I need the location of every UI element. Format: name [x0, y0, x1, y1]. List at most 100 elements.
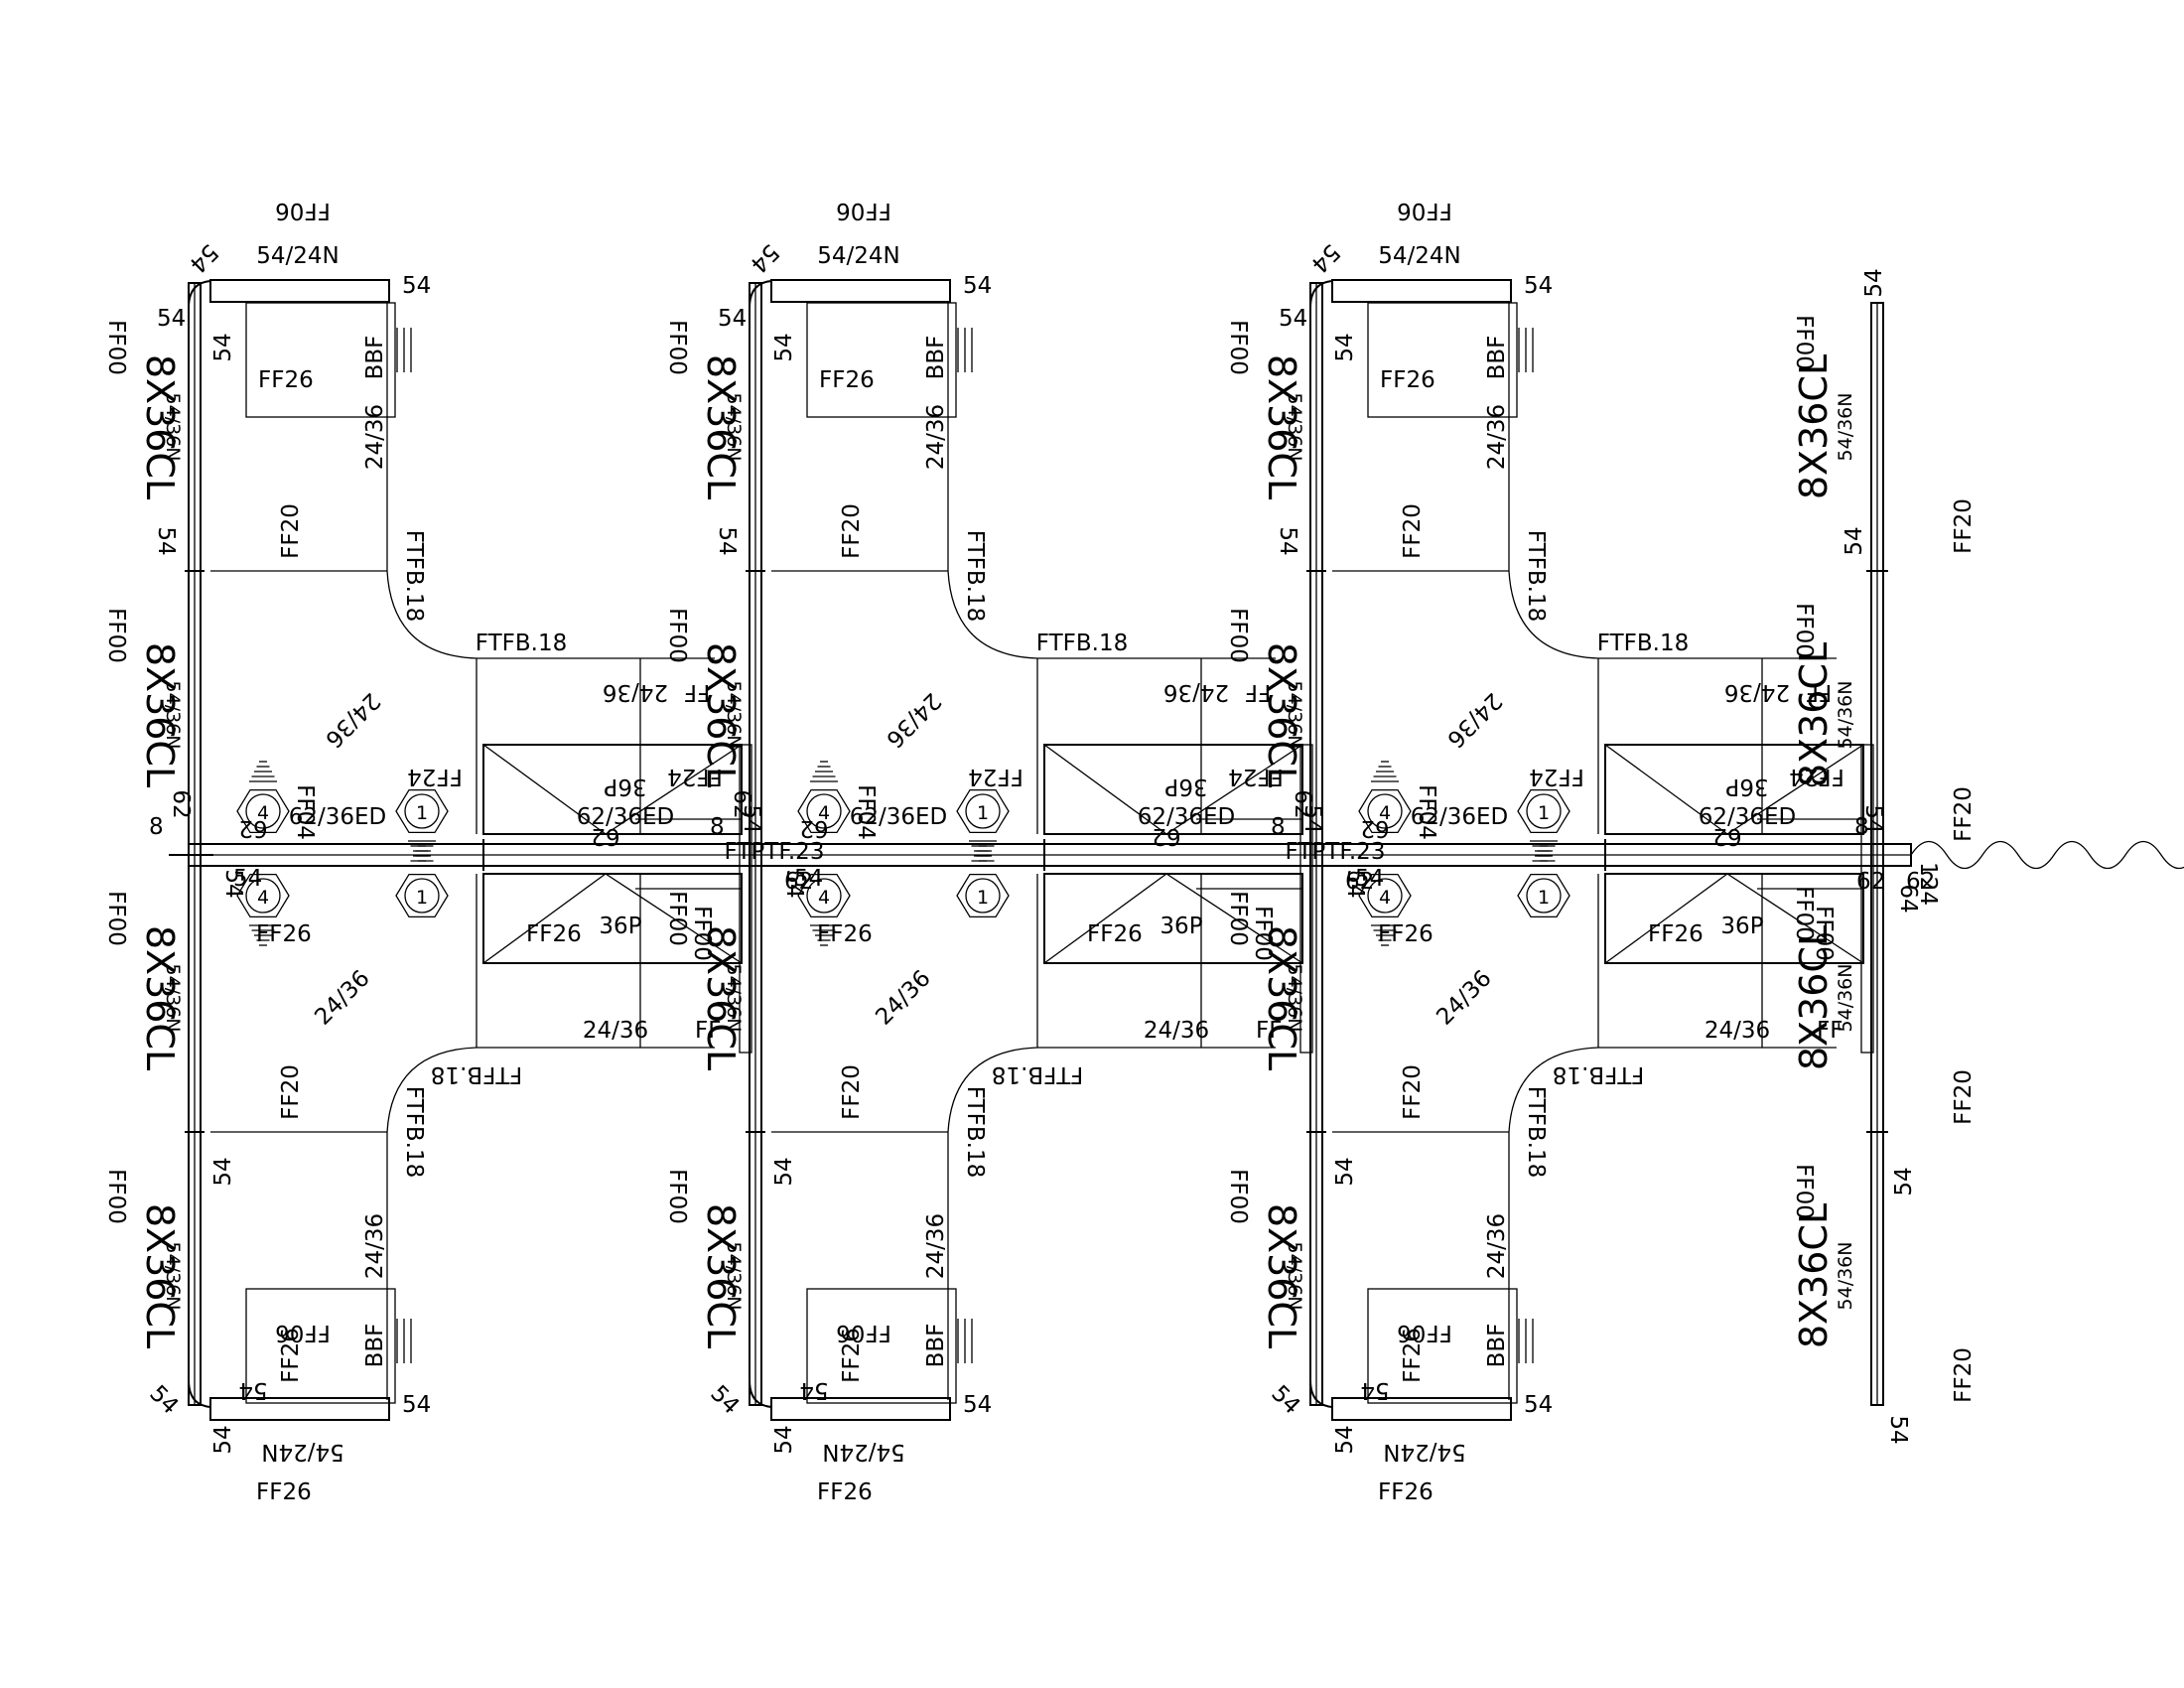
dim-label: 54: [210, 333, 236, 361]
panel-size-label: 54/36N: [1835, 964, 1856, 1033]
dim-label: 8: [149, 814, 164, 840]
lower-storage: [1367, 1288, 1518, 1404]
pedestal-diagonal: [1043, 744, 1303, 835]
ff-label: FF20: [1400, 1064, 1426, 1120]
dim-label: 54: [799, 1377, 828, 1403]
panel-type-label: 8X36CL: [138, 925, 182, 1070]
pedestal-top: [1604, 744, 1864, 835]
panel-type-label: 8X36CL: [138, 1203, 182, 1348]
dim-label: 24/36: [1441, 687, 1506, 752]
pedestal-label: 36P: [1725, 774, 1768, 799]
dim-label: 24/36: [362, 404, 388, 470]
dim-label: 62: [168, 789, 194, 818]
ff-label: FF06: [836, 198, 891, 223]
dim-label: 54: [1524, 273, 1553, 299]
pedestal-label: 36P: [1160, 914, 1202, 939]
ftfb-label: FTFB.18: [476, 631, 567, 656]
lower-storage: [245, 1288, 396, 1404]
dim-label: 54: [1360, 1377, 1389, 1403]
chair-icon: 1: [956, 788, 1010, 862]
chair-icon: 1: [395, 845, 449, 918]
dim-label: 8: [1271, 814, 1286, 840]
ff-label: FF06: [275, 1320, 331, 1345]
dim-label: 54: [1279, 306, 1307, 332]
ff-label: FF26: [278, 1328, 304, 1383]
chair-seat: [236, 788, 290, 834]
dim-label: 54: [153, 526, 179, 555]
upper-worksurface: [1508, 303, 1837, 659]
ff-label: FF24: [407, 764, 463, 789]
dim-label: 54: [220, 869, 246, 898]
ff-label: FF26: [1648, 921, 1704, 947]
dim-label: 24/36: [362, 1213, 388, 1279]
center-spine: FTPTF.23 FTPTF.23: [169, 839, 2184, 871]
dim-label: 54: [963, 1392, 992, 1418]
ff-label: FF00: [664, 608, 690, 663]
ff-label: FF06: [1397, 1320, 1452, 1345]
panel-size-label: 54/36N: [723, 964, 745, 1033]
top-corner: [1309, 280, 1333, 309]
chair-number: 4: [1379, 887, 1391, 909]
ff-label: FF: [1806, 679, 1832, 705]
ff-label: FF20: [1951, 498, 1977, 554]
ff-label: FF26: [819, 367, 875, 393]
pedestal-diagonal: [482, 744, 743, 835]
chair-number: 1: [1538, 802, 1550, 824]
ff-label: FF00: [1225, 1169, 1251, 1224]
dim-label: 24/36: [310, 965, 374, 1030]
chair-seat: [956, 873, 1010, 918]
worksurface-label: 62/36ED: [1699, 804, 1797, 830]
dim-label: 54: [402, 1392, 431, 1418]
panel-type-label: 8X36CL: [138, 354, 182, 499]
panel-type-label: 8X36CL: [1260, 925, 1303, 1070]
ff-label: FF26: [817, 921, 873, 947]
dim-label: 62: [799, 815, 828, 841]
panel-label: 54/24N: [822, 1439, 905, 1465]
chair-icon: 4: [236, 873, 290, 946]
dim-label: 54: [963, 273, 992, 299]
right-panel-segment: [1860, 744, 1874, 1054]
ff-label: FF00: [1791, 315, 1817, 370]
top-corner: [749, 280, 772, 309]
panel-label: 54/24N: [261, 1439, 344, 1465]
dim-label: 24/36: [1432, 965, 1496, 1030]
top-panel: [770, 279, 951, 303]
chair-cushion: [1526, 793, 1562, 829]
chair-number: 1: [416, 802, 428, 824]
ff-label: FF24: [1529, 764, 1584, 789]
ftptf-label: FTPTF.23: [725, 839, 825, 865]
dim-label: 24/36: [1724, 679, 1790, 705]
bottom-panel: [770, 1397, 951, 1421]
panel-size-label: 54/36N: [1835, 1242, 1856, 1311]
worksurface-label: 62/36ED: [289, 804, 387, 830]
dim-label: 62: [1712, 823, 1741, 849]
ftptf-label: FTPTF.23: [1286, 839, 1386, 865]
panel-type-label: 8X36CL: [699, 925, 743, 1070]
dim-label: 54: [718, 306, 747, 332]
ff-label: FF: [1817, 1018, 1843, 1044]
panel-type-label: 8X36CL: [1792, 354, 1836, 499]
chair-seat: [236, 873, 290, 918]
panel-type-label: 8X36CL: [1260, 1203, 1303, 1348]
pedestal-label: 36P: [1720, 914, 1763, 939]
dim-label: 62: [729, 789, 754, 818]
dim-label: 54: [771, 1157, 797, 1186]
ff-label: FF20: [278, 1064, 304, 1120]
ff-label: FF: [1245, 679, 1271, 705]
ff-label: FF06: [836, 1320, 891, 1345]
dim-label: 54: [144, 1381, 183, 1420]
pedestal-diagonal: [1043, 873, 1303, 964]
ff-label: FF06: [275, 198, 331, 223]
ff-label: FF24: [968, 764, 1024, 789]
ff-label: FF00: [664, 320, 690, 375]
dim-label: 54: [771, 1425, 797, 1454]
bbf-label: BBF: [362, 336, 388, 380]
dim-label: 62: [1290, 789, 1315, 818]
lower-worksurface: [947, 1047, 1276, 1400]
ff-label: FF26: [256, 1479, 312, 1505]
dim-label: 54: [771, 333, 797, 361]
dim-label: 24/36: [603, 679, 668, 705]
